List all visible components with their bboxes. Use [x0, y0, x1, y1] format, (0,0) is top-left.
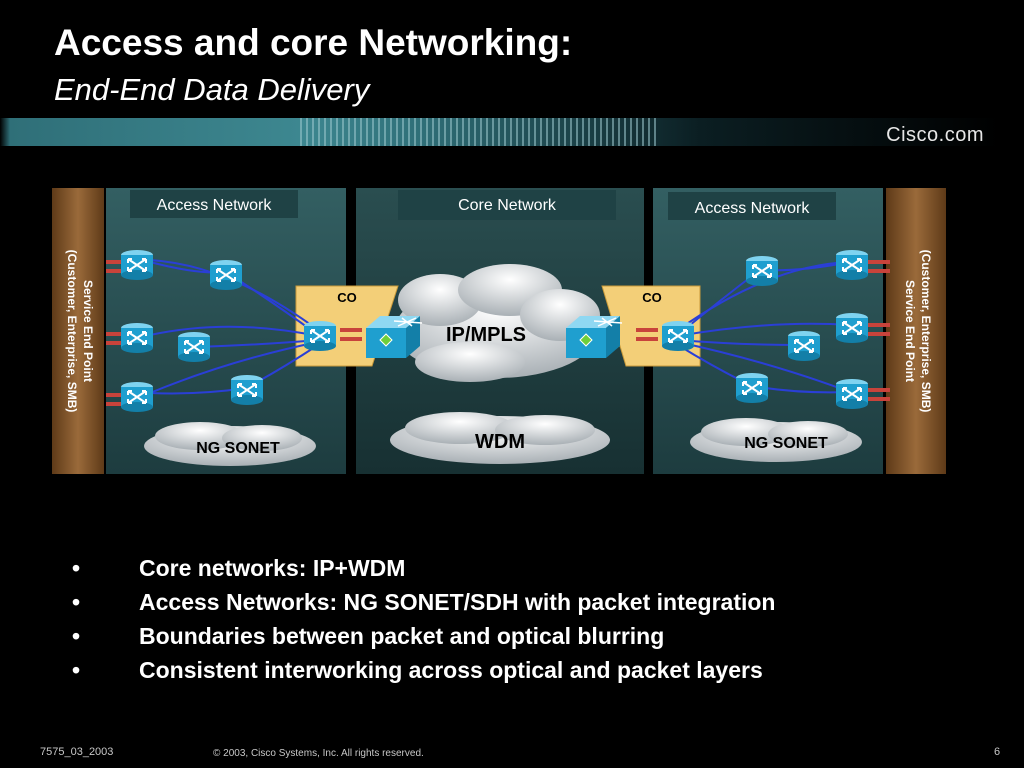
- endpoint-right-line2: (Customer, Enterprise, SMB): [919, 250, 933, 413]
- slide-subtitle: End-End Data Delivery: [54, 72, 370, 107]
- cloud-wdm: [390, 412, 610, 464]
- router-icon: [835, 249, 869, 281]
- access-label-right: Access Network: [695, 200, 811, 217]
- header-banner: [0, 118, 1024, 146]
- cloud-sonet-left: [144, 422, 316, 466]
- router-icon: [835, 378, 869, 410]
- cloud-ip-mpls-label: IP/MPLS: [446, 324, 526, 346]
- co-right-label: CO: [642, 290, 662, 305]
- access-label-left: Access Network: [157, 197, 273, 214]
- router-icon: [120, 249, 154, 281]
- banner-stripes: [300, 118, 660, 146]
- footer-code: 7575_03_2003: [40, 746, 114, 758]
- cloud-sonet-left-label: NG SONET: [196, 440, 280, 457]
- endpoint-right-line1: Service End Point: [903, 280, 917, 382]
- router-icon: [209, 259, 243, 291]
- endpoint-left-line2: (Customer, Enterprise, SMB): [65, 250, 79, 413]
- core-label-box: [398, 190, 616, 220]
- endpoint-bar-left: [52, 188, 104, 474]
- cisco-logo-text: Cisco.com: [886, 124, 984, 146]
- slide-title: Access and core Networking:: [54, 22, 573, 63]
- router-icon: [303, 320, 337, 352]
- router-icon: [745, 255, 779, 287]
- co-left-label: CO: [337, 290, 357, 305]
- bullet-item: Access Networks: NG SONET/SDH with packe…: [72, 585, 775, 619]
- router-icon: [120, 381, 154, 413]
- router-icon: [230, 374, 264, 406]
- connectors-left: [106, 260, 362, 406]
- footer-copyright: © 2003, Cisco Systems, Inc. All rights r…: [213, 748, 424, 759]
- router-icon: [735, 372, 769, 404]
- cloud-wdm-label: WDM: [475, 431, 525, 453]
- access-label-right-box: [668, 192, 836, 220]
- bullet-list: Core networks: IP+WDM Access Networks: N…: [72, 551, 775, 687]
- router-icon: [177, 331, 211, 363]
- router-icon: [835, 312, 869, 344]
- access-label-left-box: [130, 190, 298, 218]
- cloud-sonet-right: [690, 418, 862, 462]
- cloud-sonet-right-label: NG SONET: [744, 435, 828, 452]
- bullet-item: Core networks: IP+WDM: [72, 551, 775, 585]
- bullet-item: Boundaries between packet and optical bl…: [72, 619, 775, 653]
- footer-page-number: 6: [994, 746, 1001, 758]
- connectors-right: [636, 260, 890, 401]
- bullet-item: Consistent interworking across optical a…: [72, 653, 775, 687]
- router-icon: [787, 330, 821, 362]
- router-icon: [661, 320, 695, 352]
- core-label: Core Network: [458, 197, 557, 214]
- endpoint-left-line1: Service End Point: [81, 280, 95, 382]
- endpoint-bar-right: [886, 188, 946, 474]
- cloud-ip-mpls: [395, 264, 600, 382]
- router-icon: [120, 322, 154, 354]
